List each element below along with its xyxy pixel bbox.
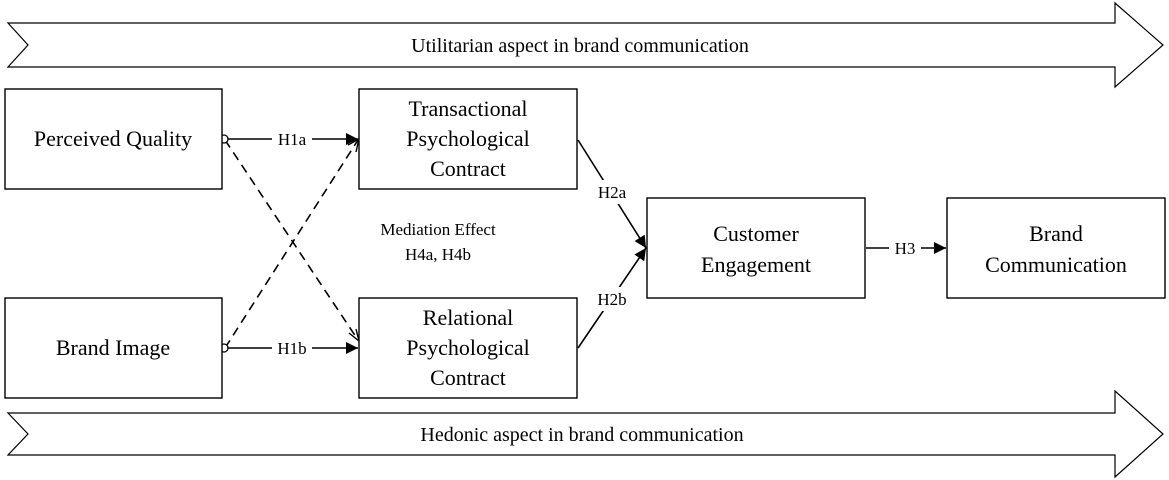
- node-brand-communication-line-1: Brand: [1029, 221, 1083, 246]
- node-customer-engagement-line-2: Engagement: [701, 252, 811, 277]
- edge-h1a: H1a: [225, 127, 358, 149]
- node-customer-engagement: Customer Engagement: [646, 197, 866, 299]
- node-transactional-line-3: Contract: [430, 156, 506, 181]
- mediation-line-2: H4a, H4b: [405, 245, 471, 264]
- node-transactional-line-2: Psychological: [406, 126, 529, 151]
- node-perceived-quality-label: Perceived Quality: [34, 126, 192, 151]
- node-relational-line-3: Contract: [430, 365, 506, 390]
- node-relational-line-1: Relational: [423, 305, 513, 330]
- node-relational-contract: Relational Psychological Contract: [358, 297, 578, 399]
- edge-label-h1a: H1a: [278, 130, 307, 149]
- edge-h1b: H1b: [225, 336, 358, 358]
- dashed-path-image-to-transactional: [224, 139, 359, 349]
- node-brand-image: Brand Image: [4, 297, 223, 399]
- edge-label-h2b: H2b: [597, 290, 626, 309]
- edge-label-h3: H3: [895, 239, 916, 258]
- node-brand-image-label: Brand Image: [56, 335, 170, 360]
- node-relational-line-2: Psychological: [406, 335, 529, 360]
- node-customer-engagement-line-1: Customer: [713, 221, 799, 246]
- node-perceived-quality: Perceived Quality: [4, 88, 223, 190]
- hedonic-band-label: Hedonic aspect in brand communication: [420, 424, 743, 446]
- mediation-effect-label: Mediation Effect H4a, H4b: [380, 220, 496, 264]
- edge-label-h2a: H2a: [598, 183, 627, 202]
- edge-label-h1b: H1b: [277, 339, 306, 358]
- mediation-line-1: Mediation Effect: [380, 220, 496, 239]
- utilitarian-band: Utilitarian aspect in brand communicatio…: [6, 1, 1164, 89]
- dashed-path-quality-to-relational: [224, 139, 359, 341]
- edge-h2a: H2a: [577, 139, 647, 249]
- hedonic-band: Hedonic aspect in brand communication: [6, 389, 1164, 479]
- node-brand-communication: Brand Communication: [946, 197, 1166, 299]
- edge-h2b: H2b: [577, 247, 647, 349]
- utilitarian-band-label: Utilitarian aspect in brand communicatio…: [411, 35, 749, 57]
- node-brand-communication-line-2: Communication: [985, 252, 1127, 277]
- node-transactional-contract: Transactional Psychological Contract: [358, 88, 578, 190]
- node-transactional-line-1: Transactional: [409, 96, 528, 121]
- edge-h3: H3: [866, 237, 946, 259]
